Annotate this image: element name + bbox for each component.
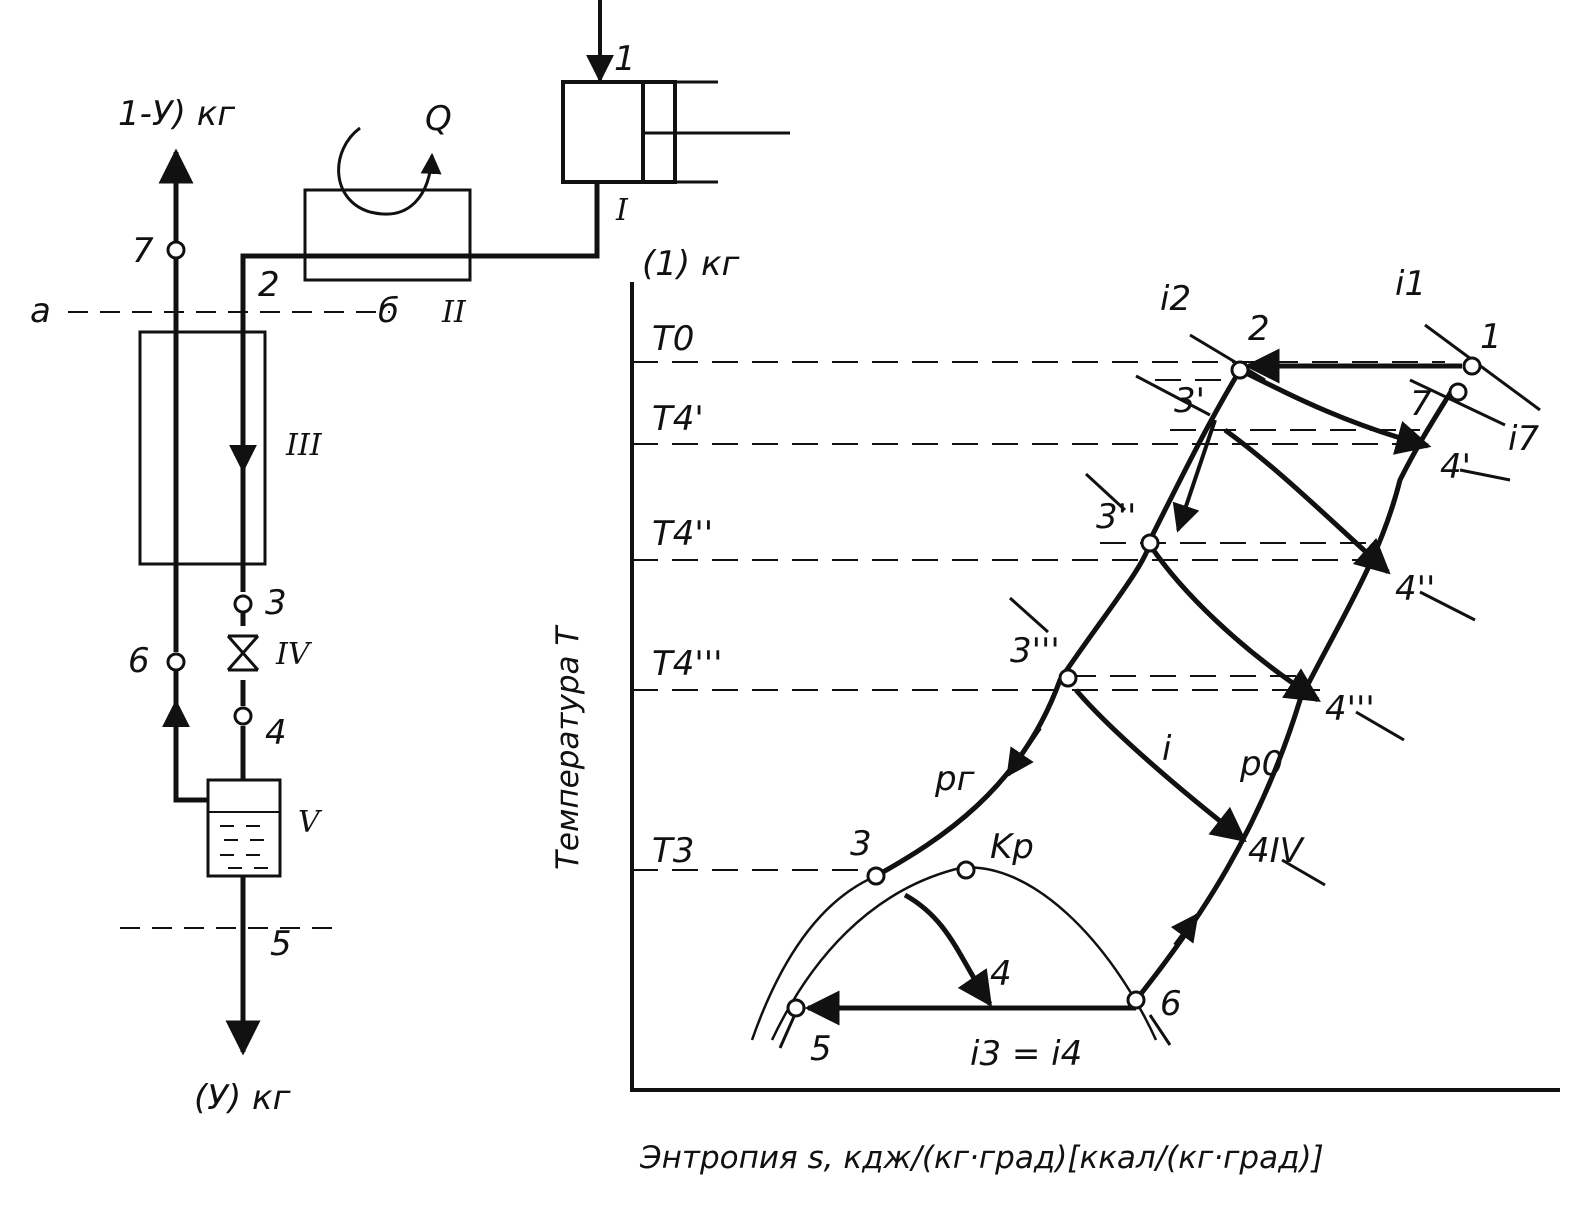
ts-point-3p-label: 3' [1174,381,1205,421]
ts-diagram [630,282,1560,1092]
ts-point-3pp [1140,533,1160,553]
enthalpy-i-label: i [1162,729,1172,769]
ts-point-3pp-label: 3'' [1096,497,1136,537]
process-scheme [68,0,790,1056]
enthalpy-i7-label: i7 [1508,419,1539,459]
cooler-box [303,188,472,282]
apparatus-I-label: I [615,193,629,228]
apparatus-II-label: II [441,295,467,330]
enthalpy-i3-i4-label: i3 = i4 [970,1034,1082,1074]
ts-point-7 [1448,382,1468,402]
ts-point-2 [1230,360,1250,380]
ts-point-6 [1126,990,1146,1010]
point-6-label: 6 [128,641,150,681]
ts-point-3-label: 3 [850,824,872,864]
axes [630,282,1560,1092]
node-4 [233,706,253,726]
ts-point-3ppp [1058,668,1078,688]
enthalpy-i1-label: i1 [1395,264,1426,304]
heat-exchanger-box [138,330,267,566]
ts-point-3 [866,866,886,886]
separator-vessel [206,778,282,878]
ts-point-4ppp-label: 4''' [1325,689,1375,729]
saturation-dome [770,866,1158,1041]
apparatus-V-label: V [298,805,323,840]
ts-point-2-label: 2 [1248,309,1270,349]
point-4-label: 4 [265,713,287,753]
node-7 [166,240,186,260]
level-T4p-label: T4' [652,399,704,439]
ts-point-7-label: 7 [1410,384,1432,424]
ts-point-3ppp-label: 3''' [1010,631,1060,671]
isobar-p0-label: p0 [1239,744,1283,784]
section-a-label: а [30,291,51,331]
y-axis-label: Температура T [550,625,586,870]
point-5-label: 5 [270,924,292,964]
ts-point-4-label: 4 [990,954,1012,994]
apparatus-III-label: III [285,428,323,463]
apparatus-IV-label: IV [275,637,313,672]
ts-point-4pp-label: 4'' [1395,569,1435,609]
ts-point-1-label: 1 [1480,317,1502,357]
ts-point-4p-label: 4' [1440,447,1471,487]
throttle-valve [226,634,260,672]
ts-point-5-label: 5 [810,1029,832,1069]
heat-label: Q [425,99,452,139]
ts-labels: Температура T Энтропия s, кдж/(кг·град)[… [550,244,1539,1176]
level-T4ppp-label: T4''' [652,644,722,684]
ts-point-5 [786,998,806,1018]
point-7-label: 7 [132,231,154,271]
ts-point-6-label: 6 [1160,984,1182,1024]
level-T0-label: T0 [652,319,694,359]
ts-point-kp [956,860,976,880]
x-axis-label: Энтропия s, кдж/(кг·град)[ккал/(кг·град)… [639,1140,1324,1176]
heat-removal-arrow [337,126,442,216]
node-6 [166,652,186,672]
isobar-pg [874,368,1243,879]
level-T3-label: T3 [652,831,694,871]
isobar-pg-label: pг [934,759,976,799]
flow-top-label: 1-У) кг [118,94,236,134]
flow-bottom-label: (У) кг [194,1078,292,1118]
point-2-label: 2 [258,265,280,305]
ts-point-4iv-label: 4IV [1248,831,1306,871]
section-b-label: б [378,291,399,331]
ts-point-1 [1462,356,1482,376]
level-T4pp-label: T4'' [652,514,713,554]
critical-point-label: Kp [990,827,1034,867]
point-3-label: 3 [265,583,287,623]
point-1-label: 1 [614,39,636,79]
scheme-labels: 1-У) кг (У) кг Q а б 1 2 3 4 5 6 7 I II … [30,39,636,1118]
flow-in-label: (1) кг [642,244,741,284]
enthalpy-i2-label: i2 [1160,279,1191,319]
isobar-p0 [1134,388,1455,1002]
node-3 [233,594,253,614]
